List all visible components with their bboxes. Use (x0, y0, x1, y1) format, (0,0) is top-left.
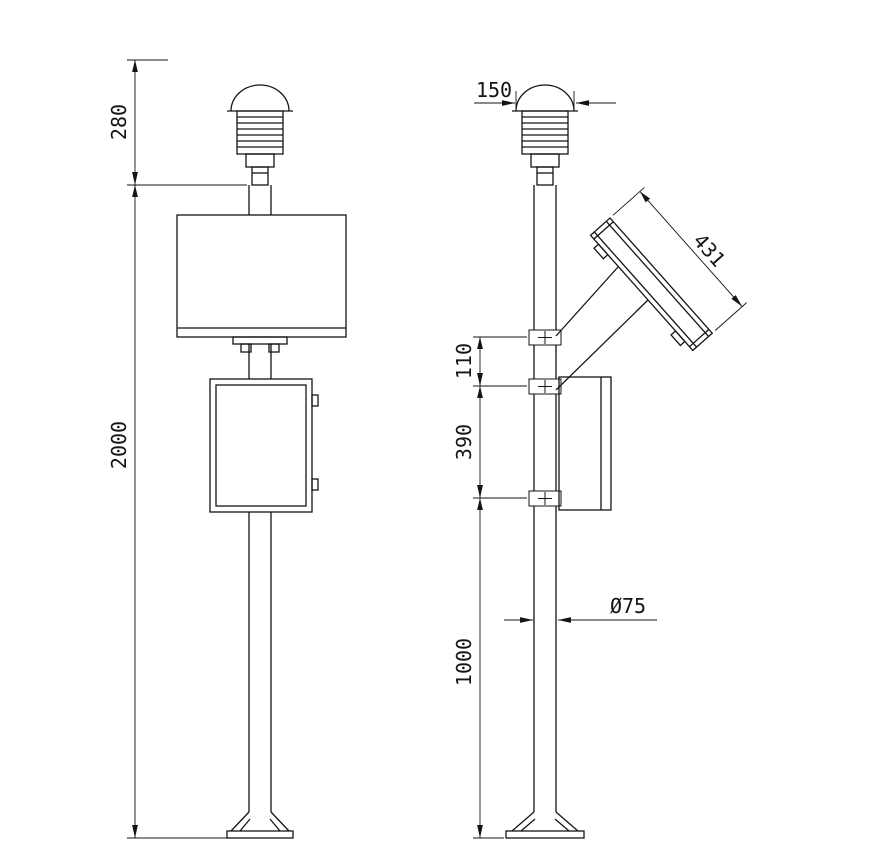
side-control-box (558, 376, 612, 511)
clamp-spacing-dimension-label: 110 (452, 343, 476, 379)
sensor-width-dimension-label: 150 (476, 78, 512, 102)
dimension-total-height (127, 185, 229, 839)
sensor-height-dimension-label: 280 (107, 104, 131, 140)
dimension-sensor-height (127, 59, 247, 186)
side-pole-clamps (528, 329, 562, 507)
side-pole (533, 185, 557, 812)
side-base (505, 811, 585, 839)
lower-pole-dimension-label: 1000 (452, 638, 476, 686)
front-solar-panel (176, 214, 347, 353)
front-view: 280 2000 (107, 59, 347, 839)
front-control-box (209, 378, 319, 513)
dimension-sensor-width (474, 91, 616, 108)
side-view: 150 (452, 78, 747, 839)
side-solar-panel: 431 (589, 187, 747, 352)
side-wind-sensor (512, 84, 578, 186)
front-pole (248, 185, 272, 812)
dimension-box-span (473, 386, 527, 499)
dimension-clamp-spacing (473, 336, 527, 387)
total-height-dimension-label: 2000 (107, 421, 131, 469)
side-panel-bracket (555, 266, 649, 391)
dimension-panel-length (612, 187, 747, 331)
front-wind-sensor (227, 84, 293, 186)
dimension-lower-pole (473, 498, 504, 839)
pole-diameter-dimension-label: Ø75 (610, 594, 646, 618)
panel-length-dimension-label: 431 (688, 229, 730, 272)
front-base (226, 811, 294, 839)
box-span-dimension-label: 390 (452, 424, 476, 460)
